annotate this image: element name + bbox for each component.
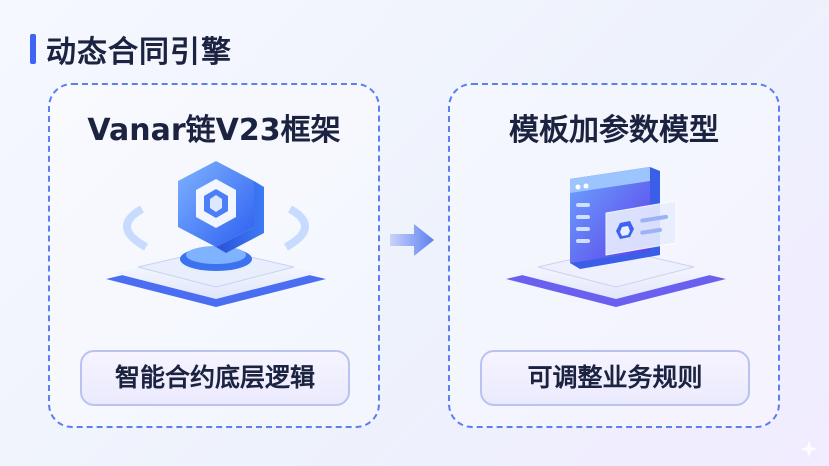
hexagon-block-icon — [106, 161, 326, 307]
card-template-model: 模板加参数模型 可调整业务规则 — [448, 83, 780, 428]
sparkle-icon — [800, 440, 818, 458]
card-template-title: 模板加参数模型 — [509, 113, 719, 148]
card-framework-title: Vanar链V23框架 — [87, 113, 341, 148]
card-framework: Vanar链V23框架 智能合约底层逻辑 — [48, 83, 380, 428]
card-framework-caption: 智能合约底层逻辑 — [80, 350, 350, 406]
card-template-caption: 可调整业务规则 — [480, 350, 750, 406]
arrow-right-icon — [390, 224, 434, 256]
title-accent-bar — [30, 34, 36, 64]
template-window-icon — [506, 167, 726, 307]
page-title: 动态合同引擎 — [46, 35, 232, 70]
